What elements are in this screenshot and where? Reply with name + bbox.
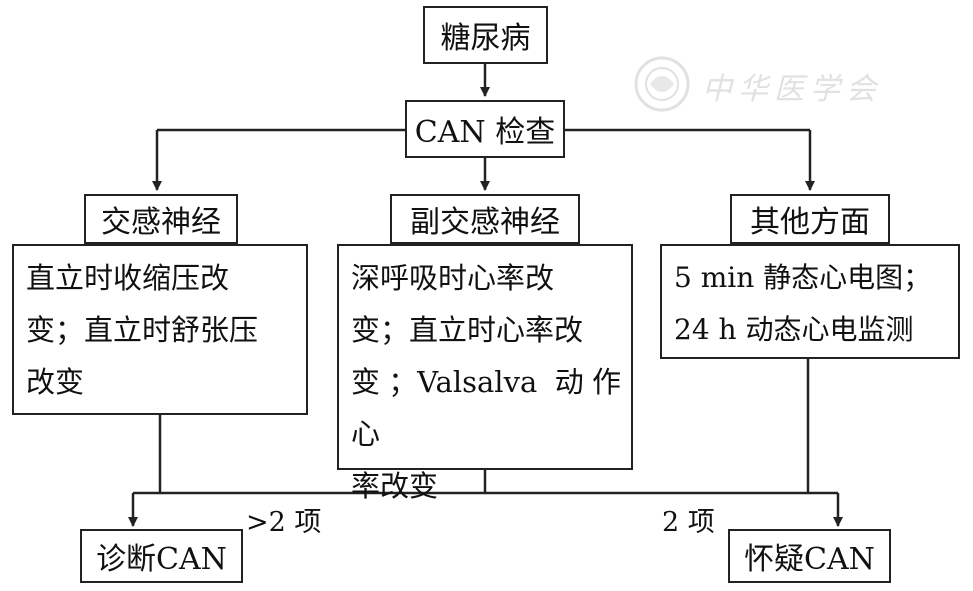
parasympathetic-line: 深呼吸时心率改 [351, 261, 555, 295]
parasympathetic-detail-node: 深呼吸时心率改 变；直立时心率改 变；Valsalva 动作心 率改变 [337, 244, 633, 503]
sympathetic-line: 直立时收缩压改 [26, 261, 230, 295]
check-node: CAN 检查 [405, 100, 565, 158]
watermark-text: 中华医学会 [702, 72, 882, 107]
suspect-can-label: 怀疑CAN [744, 542, 875, 577]
sympathetic-detail-node: 直立时收缩压改 变；直立时舒张压 改变 [12, 244, 308, 415]
diagnose-can-node: 诊断CAN [80, 529, 243, 583]
watermark: 中华医学会 [632, 54, 922, 114]
sympathetic-title: 交感神经 [101, 205, 221, 240]
sympathetic-line: 变；直立时舒张压 [26, 313, 259, 347]
root-label: 糖尿病 [440, 21, 531, 56]
root-node: 糖尿病 [423, 6, 548, 64]
other-detail-node: 5 min 静态心电图； 24 h 动态心电监测 [660, 244, 960, 359]
other-title-node: 其他方面 [730, 194, 890, 244]
society-seal-icon [634, 56, 690, 112]
parasympathetic-title-node: 副交感神经 [390, 194, 580, 244]
check-label: CAN 检查 [414, 115, 556, 150]
parasympathetic-line: 率改变 [351, 469, 439, 503]
suspect-can-node: 怀疑CAN [728, 529, 891, 583]
parasympathetic-line: 变；Valsalva 动作心 [351, 365, 621, 451]
condition-right-label: 2 项 [662, 507, 715, 538]
other-line: 5 min 静态心电图； [674, 261, 932, 294]
sympathetic-title-node: 交感神经 [84, 194, 238, 244]
diagnose-can-label: 诊断CAN [96, 542, 227, 577]
other-title: 其他方面 [750, 205, 870, 240]
other-line: 24 h 动态心电监测 [674, 313, 914, 346]
parasympathetic-line: 变；直立时心率改 [351, 313, 584, 347]
sympathetic-line: 改变 [26, 365, 85, 399]
parasympathetic-title: 副交感神经 [410, 205, 560, 240]
condition-left-label: >2 项 [246, 507, 322, 538]
